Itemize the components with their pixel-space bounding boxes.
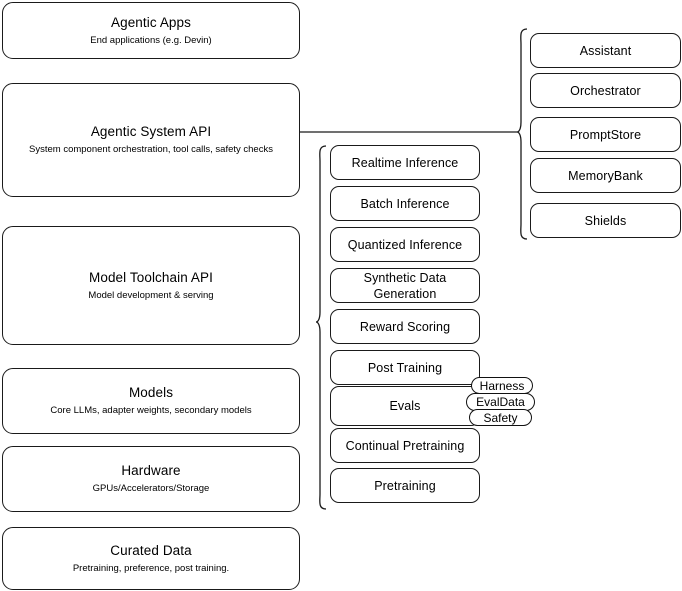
component-memorybank[interactable]: MemoryBank (530, 158, 681, 193)
capability-synthetic-data-generation[interactable]: Synthetic Data Generation (330, 268, 480, 303)
capability-batch-inference[interactable]: Batch Inference (330, 186, 480, 221)
layer-title: Curated Data (110, 542, 192, 558)
layer-subtitle: Model development & serving (88, 289, 214, 301)
component-promptstore[interactable]: PromptStore (530, 117, 681, 152)
component-shields[interactable]: Shields (530, 203, 681, 238)
layer-title: Models (128, 385, 174, 400)
layer-models[interactable]: Models Core LLMs, adapter weights, secon… (2, 368, 300, 434)
capability-label: Synthetic Data Generation (363, 270, 447, 301)
capability-label: Continual Pretraining (345, 438, 465, 453)
badge-harness[interactable]: Harness (471, 377, 533, 394)
layer-title: Agentic Apps (110, 14, 191, 30)
badge-label: Harness (479, 378, 525, 393)
component-label: Orchestrator (570, 83, 641, 98)
component-orchestrator[interactable]: Orchestrator (530, 73, 681, 108)
capability-label: Batch Inference (360, 196, 450, 211)
capability-pretraining[interactable]: Pretraining (330, 468, 480, 503)
capability-label: Pretraining (374, 478, 436, 493)
capability-continual-pretraining[interactable]: Continual Pretraining (330, 428, 480, 463)
capability-label: Realtime Inference (351, 155, 459, 170)
badge-label: EvalData (476, 395, 525, 409)
layer-title: Agentic System API (90, 124, 212, 139)
capability-label: Quantized Inference (347, 237, 463, 252)
layer-agentic-system-api[interactable]: Agentic System API System component orch… (2, 83, 300, 197)
component-assistant[interactable]: Assistant (530, 33, 681, 68)
component-label: PromptStore (569, 127, 642, 142)
capability-evals[interactable]: Evals (330, 386, 480, 426)
layer-title: Model Toolchain API (89, 269, 213, 285)
layer-agentic-apps[interactable]: Agentic Apps End applications (e.g. Devi… (2, 2, 300, 59)
capability-reward-scoring[interactable]: Reward Scoring (330, 309, 480, 344)
capability-label: Evals (389, 399, 421, 413)
layer-subtitle: GPUs/Accelerators/Storage (92, 483, 210, 494)
right-curly-brace (516, 28, 528, 240)
component-label: Shields (584, 213, 627, 228)
layer-subtitle: End applications (e.g. Devin) (90, 34, 212, 46)
middle-curly-brace (315, 145, 327, 510)
badge-safety[interactable]: Safety (469, 409, 532, 426)
layer-model-toolchain-api[interactable]: Model Toolchain API Model development & … (2, 226, 300, 345)
badge-label: Safety (483, 410, 518, 425)
layer-subtitle: System component orchestration, tool cal… (29, 144, 273, 155)
layer-title: Hardware (121, 463, 181, 478)
component-label: Assistant (579, 43, 632, 58)
capability-quantized-inference[interactable]: Quantized Inference (330, 227, 480, 262)
capability-realtime-inference[interactable]: Realtime Inference (330, 145, 480, 180)
capability-label: Reward Scoring (359, 319, 451, 334)
capability-post-training[interactable]: Post Training (330, 350, 480, 385)
layer-curated-data[interactable]: Curated Data Pretraining, preference, po… (2, 527, 300, 590)
layer-subtitle: Core LLMs, adapter weights, secondary mo… (50, 405, 252, 416)
component-label: MemoryBank (568, 168, 643, 183)
layer-hardware[interactable]: Hardware GPUs/Accelerators/Storage (2, 446, 300, 512)
capability-label: Post Training (367, 360, 443, 375)
layer-subtitle: Pretraining, preference, post training. (72, 562, 230, 574)
